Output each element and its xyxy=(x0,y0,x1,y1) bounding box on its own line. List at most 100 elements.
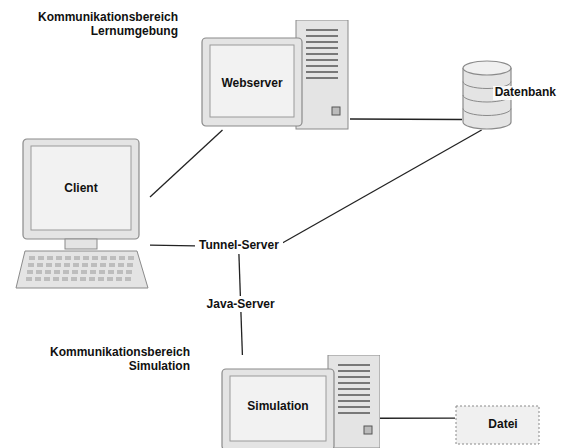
file-node: Datei xyxy=(455,405,540,445)
key xyxy=(100,263,106,267)
key xyxy=(54,270,60,274)
connector-line xyxy=(350,118,462,120)
key xyxy=(72,270,78,274)
node-label: Simulation xyxy=(247,400,308,414)
database-node: Datenbank xyxy=(462,60,560,130)
key xyxy=(71,277,77,281)
simulation-computer: Simulation xyxy=(220,355,380,448)
key xyxy=(99,270,105,274)
key xyxy=(91,263,97,267)
key xyxy=(47,256,53,260)
area-label: Kommunikationsbereich Simulation xyxy=(10,345,190,374)
drive-slot xyxy=(338,412,370,414)
key xyxy=(73,263,79,267)
key xyxy=(126,270,132,274)
key xyxy=(83,256,89,260)
key xyxy=(90,270,96,274)
monitor-bezel xyxy=(23,139,139,239)
key xyxy=(128,256,134,260)
server-tower xyxy=(328,355,380,448)
connector-line xyxy=(150,244,195,246)
monitor-screen xyxy=(230,376,326,441)
server-tower xyxy=(296,20,348,129)
file-box xyxy=(456,406,539,444)
drive-slot xyxy=(338,370,370,372)
key xyxy=(27,270,33,274)
key xyxy=(127,263,133,267)
key xyxy=(82,263,88,267)
drive-slot xyxy=(306,35,338,37)
drive-slot xyxy=(306,47,338,49)
key xyxy=(80,277,86,281)
key xyxy=(108,270,114,274)
drive-slot xyxy=(338,388,370,390)
key xyxy=(117,270,123,274)
key xyxy=(89,277,95,281)
database-top xyxy=(463,61,511,75)
node-label: Datei xyxy=(488,418,517,432)
key xyxy=(64,263,70,267)
connector-line xyxy=(283,130,482,243)
monitor-bezel xyxy=(222,369,334,448)
monitor-bezel xyxy=(202,38,302,126)
key xyxy=(36,270,42,274)
key xyxy=(45,270,51,274)
drive-slot xyxy=(338,400,370,402)
node-outline xyxy=(200,20,350,130)
key xyxy=(118,263,124,267)
key xyxy=(98,277,104,281)
disk-ring xyxy=(463,109,511,116)
key xyxy=(35,277,41,281)
drive-slot xyxy=(306,53,338,55)
key xyxy=(62,277,68,281)
key xyxy=(63,270,69,274)
client-computer: Client xyxy=(15,135,150,290)
node-outline xyxy=(15,135,150,290)
key xyxy=(74,256,80,260)
key xyxy=(38,256,44,260)
key xyxy=(44,277,50,281)
drive-slot xyxy=(306,65,338,67)
connector-label: Java-Server xyxy=(204,296,278,312)
drive-slot xyxy=(338,382,370,384)
key xyxy=(101,256,107,260)
area-label: Kommunikationsbereich Lernumgebung xyxy=(10,10,178,39)
tunnel-server-node: Tunnel-Server xyxy=(195,238,283,254)
key xyxy=(28,263,34,267)
drive-slot xyxy=(338,364,370,366)
key xyxy=(46,263,52,267)
key xyxy=(37,263,43,267)
key xyxy=(55,263,61,267)
key xyxy=(29,256,35,260)
key xyxy=(53,277,59,281)
drive-slot xyxy=(306,41,338,43)
keyboard xyxy=(16,251,148,288)
key xyxy=(110,256,116,260)
monitor-screen xyxy=(210,45,294,117)
key xyxy=(65,256,71,260)
node-label: Datenbank xyxy=(493,86,558,100)
key xyxy=(125,277,131,281)
drive-slot xyxy=(306,71,338,73)
key xyxy=(92,256,98,260)
drive-slot xyxy=(338,394,370,396)
node-label: Webserver xyxy=(221,77,282,91)
monitor-screen xyxy=(31,146,131,230)
drive-slot xyxy=(306,29,338,31)
power-button xyxy=(364,426,372,434)
webserver-computer: Webserver xyxy=(200,20,350,130)
drive-slot xyxy=(338,406,370,408)
node-label: Tunnel-Server xyxy=(199,239,279,253)
drive-slot xyxy=(306,77,338,79)
connector-line xyxy=(380,418,455,419)
key xyxy=(107,277,113,281)
key xyxy=(26,277,32,281)
power-button xyxy=(332,107,340,115)
monitor-stand xyxy=(65,239,97,249)
key xyxy=(81,270,87,274)
drive-slot xyxy=(306,59,338,61)
node-label: Client xyxy=(64,182,97,196)
key xyxy=(56,256,62,260)
key xyxy=(119,256,125,260)
connector-line xyxy=(150,130,223,197)
